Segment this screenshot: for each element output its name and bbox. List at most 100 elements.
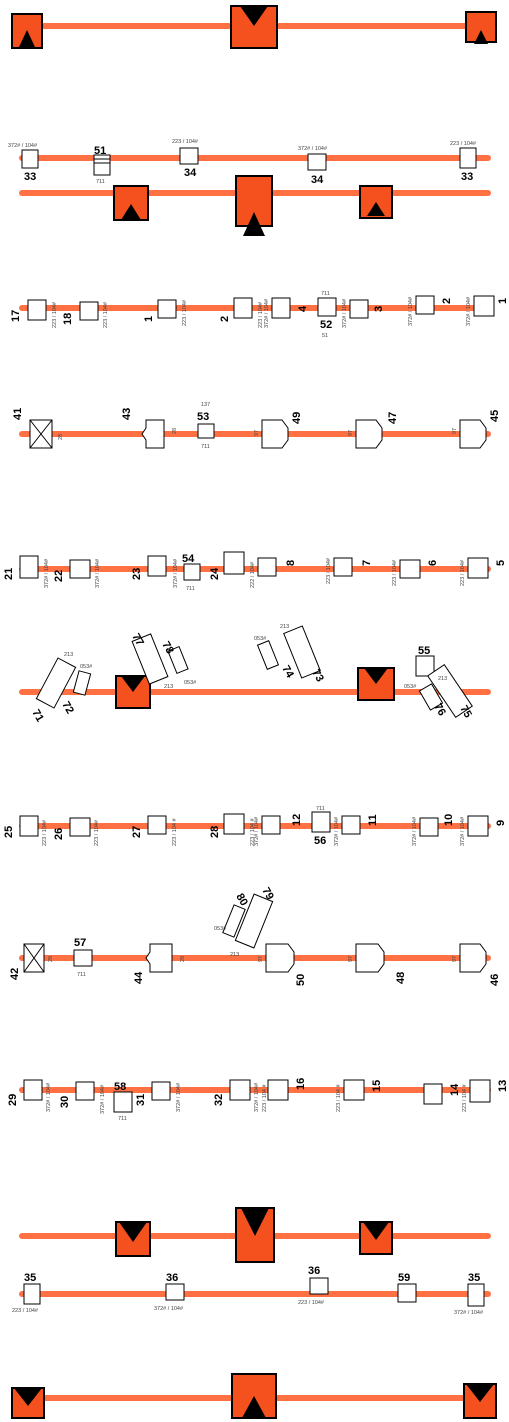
component-number: 35 bbox=[468, 1272, 480, 1284]
component-number: 47 bbox=[387, 412, 399, 424]
component-44[interactable]: 44 28 bbox=[133, 943, 186, 984]
support-block-right[interactable] bbox=[463, 1383, 497, 1419]
support-block-center[interactable] bbox=[235, 1207, 275, 1263]
component-72[interactable]: 72 053# bbox=[59, 664, 93, 716]
component-30[interactable]: 30 372# / 104# bbox=[59, 1081, 106, 1114]
component-21[interactable]: 21 372# / 104# bbox=[3, 555, 50, 588]
component-18[interactable]: 18 223 / 104# bbox=[62, 301, 109, 328]
component-52[interactable]: 711 52 51 bbox=[317, 291, 337, 339]
component-13[interactable]: 13 223 / 104 # bbox=[462, 1079, 509, 1112]
support-block-right[interactable] bbox=[357, 667, 395, 701]
component-77[interactable]: 77 213 bbox=[129, 632, 173, 691]
component-79[interactable]: 79 213 bbox=[230, 886, 276, 959]
component-2b[interactable]: 2 372# / 104# bbox=[408, 295, 453, 326]
component-4[interactable]: 4 372# / 104# bbox=[264, 297, 309, 328]
component-36b[interactable]: 36 223 / 104# bbox=[298, 1265, 329, 1306]
component-59[interactable]: 59 bbox=[397, 1272, 417, 1303]
component-number: 7 bbox=[361, 560, 373, 566]
component-3a[interactable]: 3 372# / 104# bbox=[342, 298, 385, 328]
component-28[interactable]: 28 223 / 104 # bbox=[209, 813, 256, 846]
support-block-right[interactable] bbox=[465, 11, 497, 44]
component-1b[interactable]: 1 372# / 104# bbox=[466, 295, 509, 326]
component-57[interactable]: 57 711 bbox=[73, 937, 93, 978]
component-76[interactable]: 76 053# bbox=[404, 683, 448, 718]
component-42[interactable]: 42 28 bbox=[9, 943, 54, 980]
component-34a[interactable]: 223 / 104# 34 bbox=[172, 139, 199, 179]
component-5[interactable]: 5 223 / 104# bbox=[460, 557, 507, 586]
component-34b[interactable]: 372# / 104# 34 bbox=[298, 146, 328, 186]
support-block-left[interactable] bbox=[113, 185, 149, 221]
component-12[interactable]: 12 372# / 104# bbox=[254, 814, 303, 846]
component-25[interactable]: 25 223 / 104# bbox=[3, 815, 48, 846]
component-49[interactable]: 49 97 bbox=[254, 412, 303, 449]
component-51[interactable]: 51 711 bbox=[93, 145, 111, 185]
component-50[interactable]: 50 97 bbox=[258, 943, 307, 986]
component-number: 57 bbox=[74, 937, 86, 949]
component-23[interactable]: 23 372# / 104# bbox=[131, 555, 179, 588]
component-54[interactable]: 54 711 bbox=[182, 553, 201, 592]
component-label: 223 / 104# bbox=[298, 1300, 325, 1306]
component-number: 44 bbox=[133, 971, 145, 984]
support-block-right[interactable] bbox=[359, 185, 393, 219]
component-24[interactable]: 24 222 / 104# bbox=[209, 551, 256, 588]
component-label: 51 bbox=[322, 333, 328, 339]
component-number: 24 bbox=[209, 567, 221, 580]
component-9[interactable]: 9 372# / 104# bbox=[460, 815, 507, 846]
support-block-center[interactable] bbox=[235, 175, 273, 236]
component-53[interactable]: 137 53 711 bbox=[197, 402, 215, 450]
component-number: 33 bbox=[461, 171, 473, 183]
support-block-right[interactable] bbox=[359, 1221, 393, 1255]
component-48[interactable]: 48 97 bbox=[348, 943, 407, 984]
component-2a[interactable]: 2 223 / 104# bbox=[219, 297, 264, 328]
component-46[interactable]: 46 97 bbox=[452, 943, 501, 986]
support-block-center[interactable] bbox=[231, 1373, 277, 1419]
support-down-icon bbox=[240, 6, 268, 26]
component-75[interactable]: 75 213 bbox=[427, 663, 474, 721]
component-22[interactable]: 22 372# / 104# bbox=[53, 558, 101, 588]
component-14[interactable]: 14 bbox=[423, 1083, 461, 1105]
component-17[interactable]: 17 223 / 104# bbox=[10, 299, 58, 328]
component-26[interactable]: 26 223 / 104# bbox=[53, 817, 100, 846]
component-8[interactable]: 8 bbox=[257, 557, 297, 577]
component-45[interactable]: 45 97 bbox=[452, 410, 501, 449]
component-35b[interactable]: 35 372# / 104# bbox=[454, 1272, 485, 1316]
component-16[interactable]: 16 223 / 104 # bbox=[262, 1078, 307, 1112]
component-27[interactable]: 27 223 / 104 # bbox=[131, 815, 178, 846]
support-block-left[interactable] bbox=[115, 675, 151, 709]
component-36a[interactable]: 36 372# / 104# bbox=[154, 1272, 185, 1312]
component-80[interactable]: 80 053# bbox=[214, 892, 250, 938]
component-43[interactable]: 43 28 bbox=[121, 408, 178, 449]
component-55[interactable]: 55 bbox=[415, 645, 435, 677]
component-58[interactable]: 58 711 bbox=[113, 1081, 133, 1122]
component-31[interactable]: 31 372# / 104# bbox=[135, 1081, 182, 1112]
component-7[interactable]: 7 223 / 104# bbox=[326, 557, 373, 584]
component-label: 053# bbox=[214, 926, 227, 932]
component-number: 75 bbox=[457, 704, 474, 721]
component-10[interactable]: 10 372# / 104# bbox=[412, 814, 455, 846]
component-35a[interactable]: 35 223 / 104# bbox=[12, 1272, 41, 1314]
component-33a[interactable]: 372# / 104# 33 bbox=[8, 143, 39, 183]
component-56[interactable]: 711 56 bbox=[311, 806, 331, 847]
component-label: 711 bbox=[201, 444, 210, 450]
component-47[interactable]: 47 97 bbox=[348, 412, 399, 449]
component-11[interactable]: 11 372# / 104# bbox=[334, 814, 379, 846]
support-block-left[interactable] bbox=[115, 1221, 151, 1257]
section-9: 29 372# / 104# 30 372# / 104# 58 711 31 … bbox=[7, 1078, 509, 1122]
support-block-left[interactable] bbox=[11, 1387, 45, 1419]
component-15[interactable]: 15 223 / 104 # bbox=[336, 1079, 383, 1112]
support-block-left[interactable] bbox=[11, 13, 43, 49]
support-block-center[interactable] bbox=[230, 5, 278, 49]
component-label: 213 bbox=[230, 952, 239, 958]
component-number: 58 bbox=[114, 1081, 126, 1093]
component-78[interactable]: 78 053# bbox=[159, 640, 197, 687]
component-32[interactable]: 32 372# / 104# bbox=[213, 1079, 260, 1112]
component-41[interactable]: 41 28 bbox=[12, 408, 64, 449]
support-up-icon bbox=[243, 212, 265, 236]
component-1a[interactable]: 1 223 / 104# bbox=[143, 299, 188, 326]
component-71[interactable]: 71 213 bbox=[29, 652, 77, 724]
component-33b[interactable]: 223 / 104# 33 bbox=[450, 141, 477, 183]
component-29[interactable]: 29 372# / 104# bbox=[7, 1079, 52, 1112]
component-6[interactable]: 6 223 / 104# bbox=[392, 559, 439, 586]
component-73[interactable]: 73 213 bbox=[280, 624, 326, 684]
component-number: 46 bbox=[489, 974, 501, 986]
